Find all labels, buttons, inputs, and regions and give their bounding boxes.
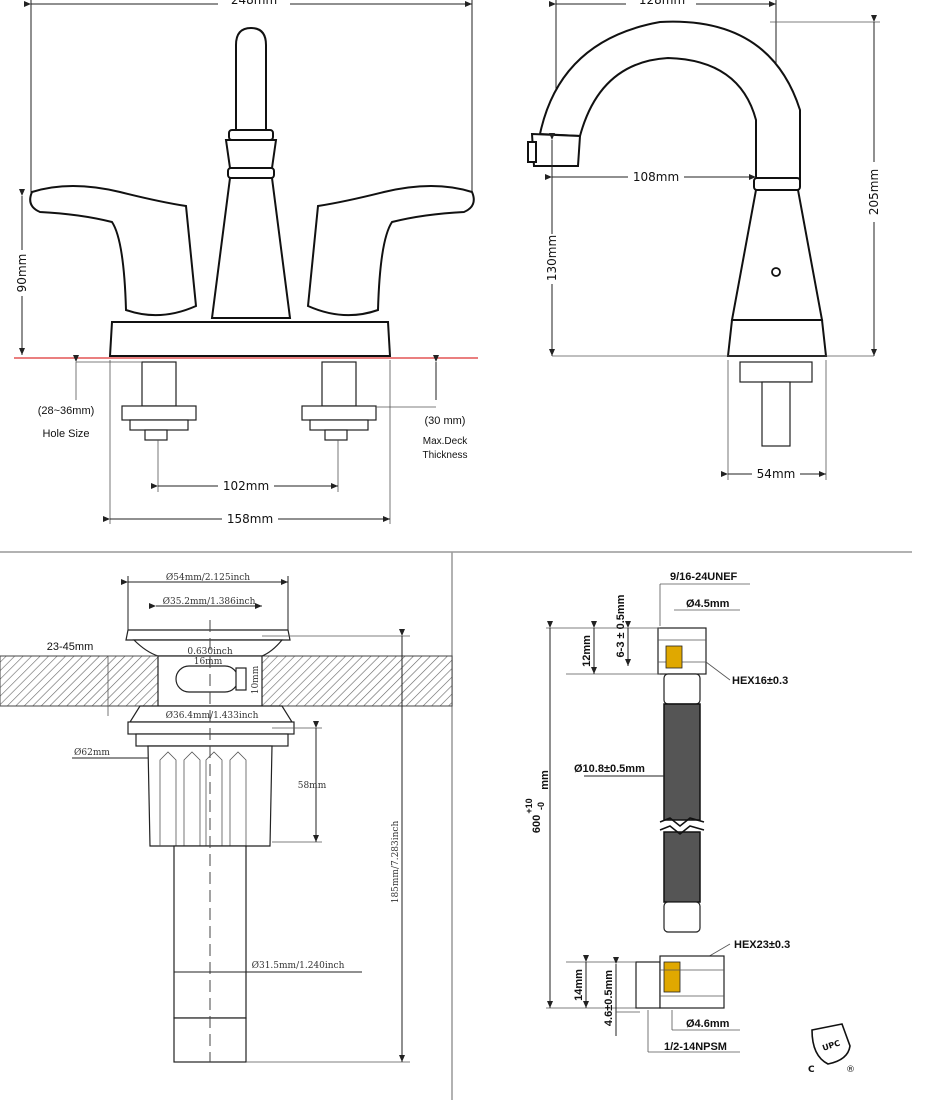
hose-length-unit: mm: [539, 770, 551, 790]
drain-slot-height: 10mm: [251, 665, 261, 694]
deck-thickness-value: (30 mm): [425, 415, 466, 427]
front-width-top: 248mm: [231, 0, 277, 7]
front-center-spacing: 102mm: [223, 479, 269, 493]
drain-view: Ø54mm/2.125inch Ø35.2mm/1.386inch 0.630i…: [0, 572, 453, 1063]
front-view: 248mm 90mm (28~36mm) Hole Size: [14, 0, 478, 526]
drain-slot-width: 0.630inch: [187, 647, 232, 657]
drain-dia-top: Ø54mm/2.125inch: [166, 572, 250, 583]
drain-slot-mm: 16mm: [194, 657, 223, 667]
front-height-handle: 90mm: [15, 254, 29, 293]
drain-deck-range: 23-45mm: [47, 641, 93, 653]
side-reach-top: 128mm: [639, 0, 685, 7]
deck-thickness-label-2: Thickness: [422, 450, 467, 461]
hose-bore-bottom: Ø4.6mm: [686, 1018, 730, 1030]
c-mark: C: [808, 1065, 815, 1075]
side-spout-height: 130mm: [545, 235, 559, 281]
side-view: 128mm 108mm 130mm 205mm 54mm: [527, 0, 882, 481]
side-base-depth: 54mm: [757, 467, 796, 481]
registered-mark: ®: [846, 1065, 855, 1075]
hose-hex-top: HEX16±0.3: [732, 675, 788, 687]
side-total-height: 205mm: [867, 169, 881, 215]
front-base-width: 158mm: [227, 512, 273, 526]
hose-bottom-len: 14mm: [573, 969, 585, 1001]
drain-dia-body: Ø62mm: [74, 747, 110, 758]
hose-dia: Ø10.8±0.5mm: [574, 763, 645, 775]
hose-tol-plus: +10: [524, 798, 534, 813]
hose-bottom-offset: 4.6±0.5mm: [603, 970, 615, 1026]
deck-thickness-label-1: Max.Deck: [423, 436, 468, 447]
drain-dia-tail: Ø31.5mm/1.240inch: [252, 960, 345, 971]
hose-thread-bottom: 1/2-14NPSM: [664, 1041, 727, 1053]
hose-hex-bottom: HEX23±0.3: [734, 939, 790, 951]
drain-dia-inner: Ø35.2mm/1.386inch: [163, 596, 256, 607]
hose-top-len: 12mm: [581, 635, 593, 667]
hose-tol-minus: -0: [536, 802, 546, 810]
hole-size-value: (28~36mm): [38, 405, 95, 417]
drain-dia-flange: Ø36.4mm/1.433inch: [166, 710, 259, 721]
hose-bore-top: Ø4.5mm: [686, 598, 730, 610]
hose-view: 9/16-24UNEF Ø4.5mm HEX16±0.3 12mm 6-3 ± …: [524, 571, 790, 1053]
hose-thread-top: 9/16-24UNEF: [670, 571, 738, 583]
drain-body-height: 58mm: [298, 781, 327, 791]
hole-size-label: Hole Size: [42, 428, 89, 440]
side-reach-inner: 108mm: [633, 170, 679, 184]
drain-total-length: 185mm/7.283inch: [391, 821, 401, 904]
hose-length: 600: [531, 815, 543, 833]
hose-top-offset: 6-3 ± 0.5mm: [615, 594, 627, 657]
upc-cert-logo: UPC C ®: [808, 1023, 855, 1075]
